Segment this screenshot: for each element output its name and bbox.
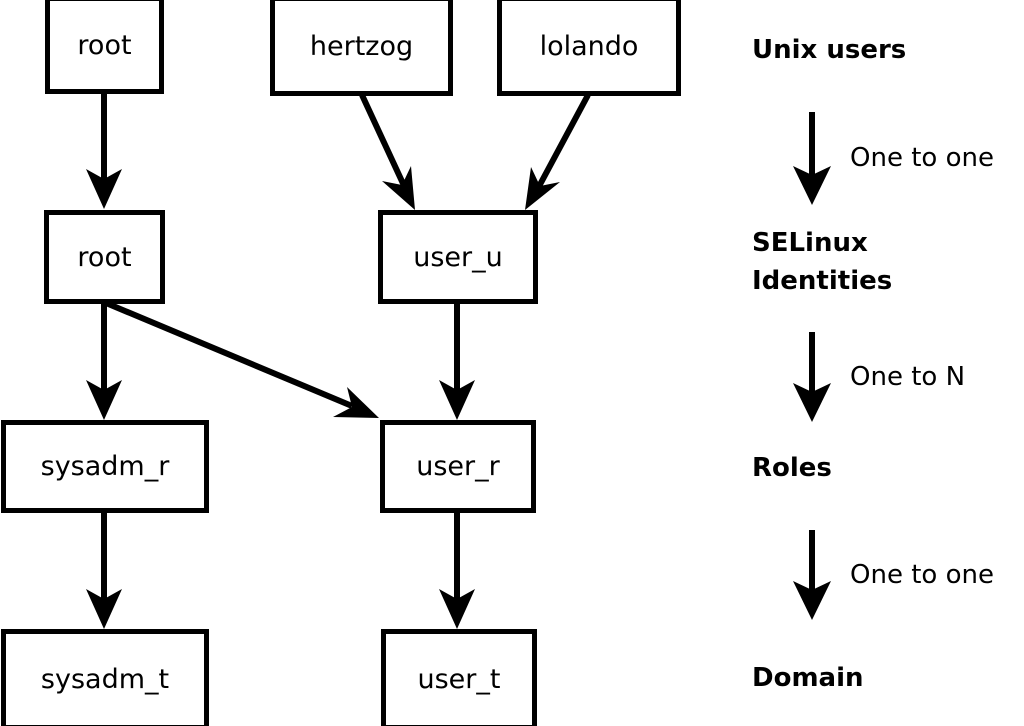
- node-domain-user-t[interactable]: user_t: [381, 629, 537, 726]
- edge-role-user-r-to-domain-user-t: [439, 512, 475, 629]
- legend-arrow-one-to-one-1: [793, 112, 831, 205]
- edge-unix-hertzog-to-id-user-u: [359, 93, 415, 210]
- legend-relation-one-to-one-top: One to one: [850, 143, 994, 173]
- legend-tier-unix-users: Unix users: [752, 35, 907, 65]
- legend-relation-one-to-one-bottom: One to one: [850, 560, 994, 590]
- node-label: sysadm_t: [40, 664, 170, 695]
- legend-tier-selinux-identities: SELinux Identities: [752, 228, 893, 297]
- node-id-user-u[interactable]: user_u: [378, 210, 538, 304]
- edge-id-root-to-role-user-r: [104, 300, 379, 418]
- node-label: user_r: [416, 451, 500, 482]
- node-label: root: [77, 241, 132, 273]
- edge-role-sysadm-r-to-domain-sysadm-t: [86, 512, 122, 629]
- legend-relation-one-to-n: One to N: [850, 362, 966, 392]
- node-unix-lolando[interactable]: lolando: [497, 0, 681, 96]
- node-unix-hertzog[interactable]: hertzog: [270, 0, 453, 96]
- node-unix-root[interactable]: root: [45, 0, 164, 94]
- node-label: lolando: [539, 30, 639, 62]
- legend-tier-domain: Domain: [752, 663, 864, 693]
- edge-unix-lolando-to-id-user-u: [525, 93, 591, 210]
- edge-unix-root-to-id-root: [86, 93, 122, 209]
- legend-arrow-one-to-one-2: [793, 530, 831, 620]
- node-label: hertzog: [309, 30, 414, 62]
- legend-tier-roles: Roles: [752, 453, 832, 483]
- node-label: user_u: [413, 241, 503, 273]
- edge-id-root-to-role-sysadm-r: [86, 303, 122, 420]
- node-label: root: [77, 29, 132, 61]
- node-id-root[interactable]: root: [44, 210, 165, 304]
- node-label: sysadm_r: [40, 451, 170, 482]
- edge-id-user-u-to-role-user-r: [439, 303, 475, 420]
- node-role-user-r[interactable]: user_r: [380, 420, 536, 513]
- legend-arrow-one-to-n: [793, 332, 831, 422]
- node-domain-sysadm-t[interactable]: sysadm_t: [1, 629, 209, 726]
- node-role-sysadm-r[interactable]: sysadm_r: [1, 420, 209, 513]
- node-label: user_t: [417, 664, 501, 695]
